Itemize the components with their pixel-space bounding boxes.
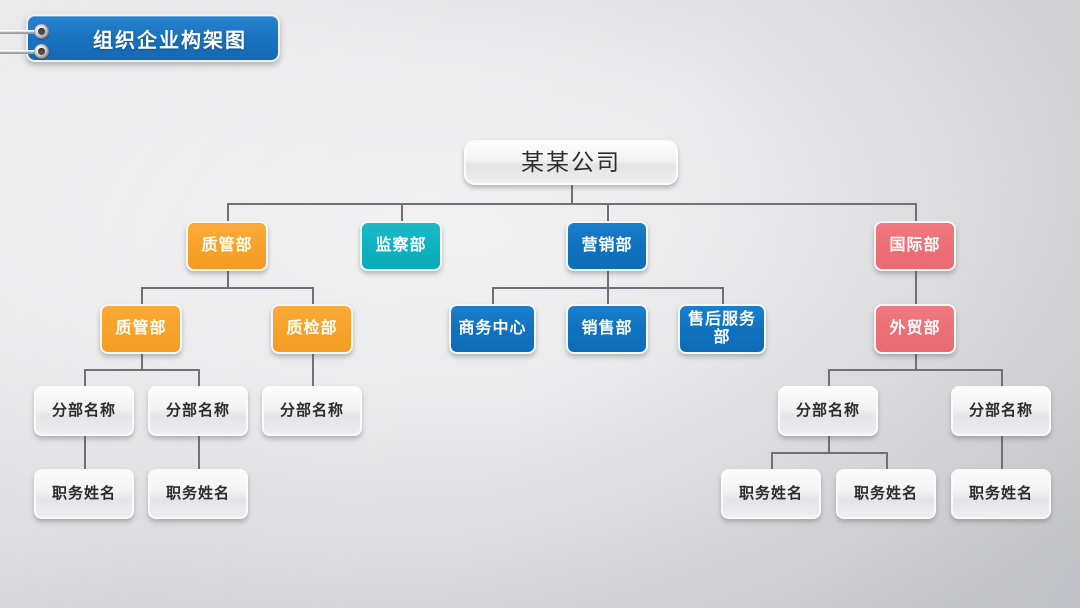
title-banner: 组织企业构架图 [26,14,280,62]
connector-zhiguan-stem [227,270,229,288]
node-branch-name-1[interactable]: 分部名称 [34,386,134,436]
node-branch-name-5[interactable]: 分部名称 [951,386,1051,436]
connector-branch4-bus [771,452,886,454]
connector-branch4-stem [828,436,830,453]
connector-to-branch-4 [828,369,830,386]
node-position-name-5[interactable]: 职务姓名 [951,469,1051,519]
node-position-name-1[interactable]: 职务姓名 [34,469,134,519]
node-international-dept[interactable]: 国际部 [874,221,956,271]
page-title: 组织企业构架图 [93,29,247,52]
connector-to-guoji [915,203,917,222]
node-position-name-4[interactable]: 职务姓名 [836,469,936,519]
binder-wire-top [0,30,34,34]
connector-to-zhijian [312,287,314,305]
connector-to-shangwu [492,287,494,305]
node-branch-name-2[interactable]: 分部名称 [148,386,248,436]
connector-zhijian-to-branch-3 [312,353,314,386]
connector-to-xiaoshou [607,287,609,305]
connector-to-branch-1 [84,369,86,386]
binder-ring-top-icon [34,24,49,39]
connector-to-person4 [886,452,888,469]
node-after-sales-service-dept[interactable]: 售后服务部 [678,304,766,354]
node-branch-name-4[interactable]: 分部名称 [778,386,878,436]
connector-to-person3 [771,452,773,469]
node-marketing-dept[interactable]: 营销部 [566,221,648,271]
node-position-name-3[interactable]: 职务姓名 [721,469,821,519]
connector-level2-bus [227,203,915,205]
connector-branch2-to-person2 [198,436,200,469]
connector-to-zhiguan [227,203,229,222]
binder-wire-bottom [0,50,34,54]
connector-root-stem [571,184,573,204]
node-quality-inspection-sub[interactable]: 质检部 [271,304,353,354]
node-quality-management-dept[interactable]: 质管部 [186,221,268,271]
connector-zhiguan2-stem [141,353,143,370]
connector-to-zhiguan2 [141,287,143,305]
node-business-center[interactable]: 商务中心 [449,304,536,354]
node-branch-name-3[interactable]: 分部名称 [262,386,362,436]
connector-waimao-bus [828,369,1002,371]
connector-zhiguan-bus [141,287,313,289]
connector-to-branch-2 [198,369,200,386]
connector-to-jiancha [401,203,403,222]
connector-to-shouhou [722,287,724,305]
connector-zhiguan2-bus [84,369,199,371]
node-company-root[interactable]: 某某公司 [464,140,678,185]
node-sales-dept[interactable]: 销售部 [566,304,648,354]
connector-branch1-to-person1 [84,436,86,469]
binder-ring-bottom-icon [34,44,49,59]
connector-to-branch-5 [1001,369,1003,386]
connector-guoji-to-waimao [915,270,917,305]
node-inspection-dept[interactable]: 监察部 [360,221,442,271]
node-foreign-trade-dept[interactable]: 外贸部 [874,304,956,354]
connector-waimao-stem [915,353,917,370]
node-position-name-2[interactable]: 职务姓名 [148,469,248,519]
connector-yingxiao-stem [607,270,609,288]
connector-branch5-to-person5 [1001,436,1003,469]
node-quality-management-sub[interactable]: 质管部 [100,304,182,354]
connector-to-yingxiao [607,203,609,222]
